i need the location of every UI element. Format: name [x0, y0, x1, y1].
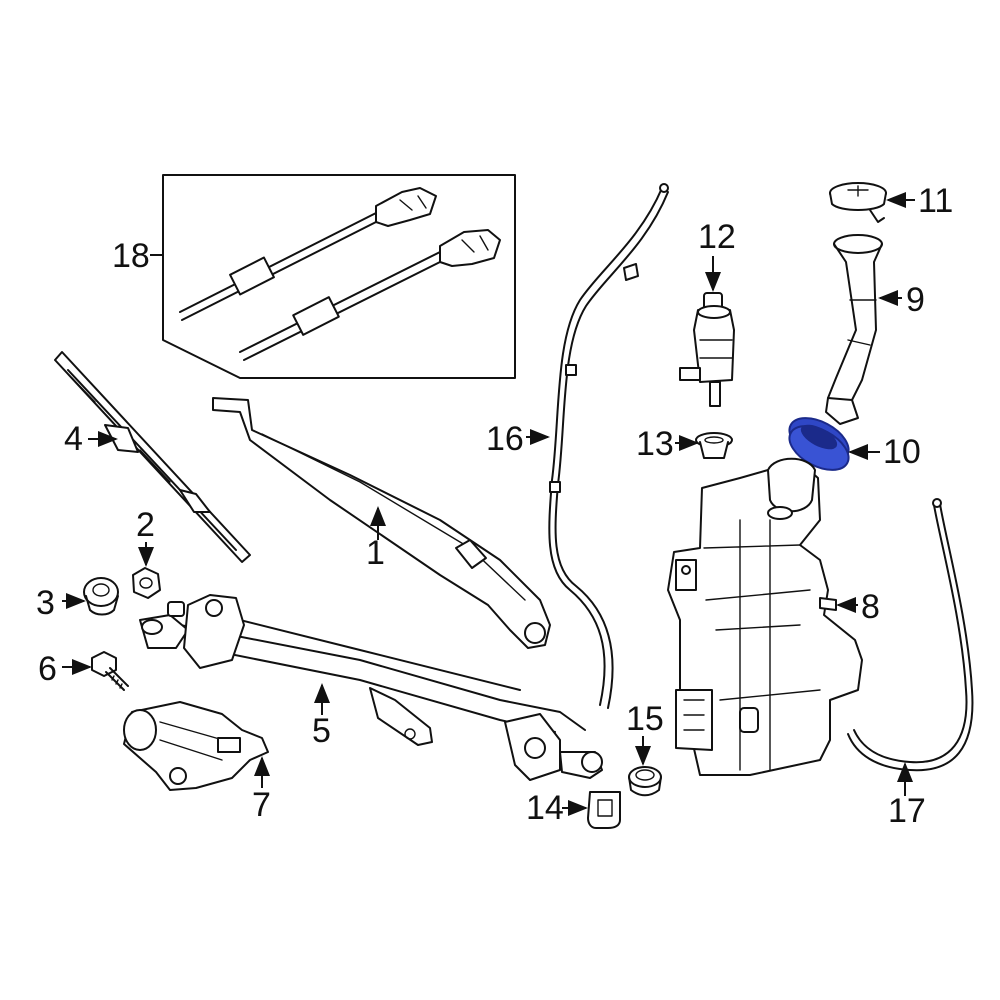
- callout-5: 5: [312, 712, 331, 750]
- part-17-hose: [847, 498, 974, 772]
- callout-17: 17: [888, 792, 926, 830]
- part-11-filler-cap: [829, 182, 887, 223]
- callout-10: 10: [883, 433, 921, 471]
- part-7-wiper-motor: [123, 701, 269, 791]
- callout-6: 6: [38, 650, 57, 688]
- callout-3: 3: [36, 584, 55, 622]
- part-1-wiper-arm: [212, 397, 551, 649]
- part-18-inset-box: [162, 174, 516, 379]
- part-2-nut: [132, 567, 161, 599]
- part-6-bolt: [91, 651, 129, 691]
- washer-reservoir: [667, 457, 863, 776]
- part-5-wiper-linkage: [139, 594, 603, 781]
- callout-15: 15: [626, 700, 664, 738]
- callout-1: 1: [366, 534, 385, 572]
- callout-11: 11: [918, 182, 953, 220]
- callout-8: 8: [861, 588, 880, 626]
- part-14-clip: [587, 791, 621, 829]
- callout-16: 16: [486, 420, 524, 458]
- part-9-filler-neck: [825, 234, 883, 425]
- callout-14: 14: [526, 789, 564, 827]
- leader-arrows: [62, 192, 915, 816]
- callout-labels: 1 2 3 4 5 6 7 8 9 10 11 12 13 14 15 16 1…: [36, 182, 953, 830]
- part-3-cap: [83, 577, 119, 616]
- callout-2: 2: [136, 506, 155, 544]
- part-10-seal: [788, 417, 850, 471]
- part-15-plug: [628, 766, 662, 797]
- callout-7: 7: [252, 786, 271, 824]
- callout-12: 12: [698, 218, 736, 256]
- callout-18: 18: [112, 237, 150, 275]
- part-12-washer-pump: [679, 292, 735, 407]
- callout-4: 4: [64, 420, 83, 458]
- callout-13: 13: [636, 425, 674, 463]
- part-13-grommet: [695, 432, 733, 459]
- callout-9: 9: [906, 281, 925, 319]
- part-16-washer-hose: [548, 183, 669, 709]
